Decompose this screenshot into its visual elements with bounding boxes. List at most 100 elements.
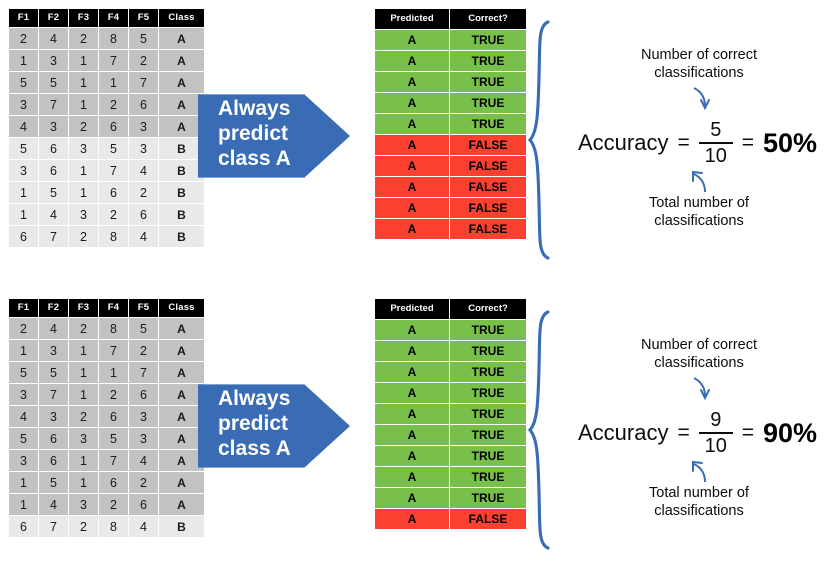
feature-cell: 2 xyxy=(68,515,99,538)
feature-cell: 4 xyxy=(8,115,39,138)
predicted-cell: A xyxy=(374,424,450,446)
numerator-caption-line1: Number of correct xyxy=(640,337,758,353)
denominator-caption-line2: classifications xyxy=(654,503,744,519)
feature-cell: 1 xyxy=(8,181,39,204)
numerator-caption-line2: classifications xyxy=(654,65,744,81)
feature-cell: 7 xyxy=(128,71,159,94)
arrow-label-line3: class A xyxy=(218,147,291,170)
feature-cell: 3 xyxy=(128,137,159,160)
feature-cell: 3 xyxy=(38,115,69,138)
feature-cell: 7 xyxy=(38,383,69,406)
feature-cell: 7 xyxy=(38,93,69,116)
column-header-f1: F1 xyxy=(8,298,39,318)
feature-cell: 5 xyxy=(98,427,129,450)
equals-sign-2: = xyxy=(741,131,755,154)
feature-cell: 3 xyxy=(8,383,39,406)
numerator-pointer-arrow-icon xyxy=(693,377,710,401)
correct-cell: TRUE xyxy=(449,403,527,425)
fraction-numerator: 5 xyxy=(710,119,722,141)
feature-cell: 7 xyxy=(98,339,129,362)
feature-cell: 5 xyxy=(8,427,39,450)
feature-cell: 6 xyxy=(38,449,69,472)
correct-cell: TRUE xyxy=(449,361,527,383)
correct-cell: TRUE xyxy=(449,113,527,135)
class-cell: A xyxy=(158,493,205,516)
feature-cell: 5 xyxy=(38,471,69,494)
feature-cell: 5 xyxy=(128,27,159,50)
feature-cell: 1 xyxy=(68,361,99,384)
feature-cell: 2 xyxy=(68,225,99,248)
prediction-table-header-row: Predicted Correct? xyxy=(374,8,527,30)
feature-cell: 3 xyxy=(128,427,159,450)
always-predict-class-a-arrow: Always predict class A xyxy=(198,94,350,178)
feature-cell: 2 xyxy=(98,383,129,406)
feature-cell: 2 xyxy=(128,471,159,494)
feature-cell: 8 xyxy=(98,27,129,50)
equals-sign-2: = xyxy=(741,421,755,444)
column-header-f5: F5 xyxy=(128,298,159,318)
class-cell: A xyxy=(158,383,205,406)
feature-cell: 7 xyxy=(38,515,69,538)
feature-cell: 4 xyxy=(38,27,69,50)
feature-cell: 3 xyxy=(8,93,39,116)
class-cell: B xyxy=(158,181,205,204)
class-cell: A xyxy=(158,361,205,384)
feature-cell: 4 xyxy=(38,493,69,516)
column-header-f4: F4 xyxy=(98,8,129,28)
feature-cell: 4 xyxy=(128,515,159,538)
feature-cell: 1 xyxy=(68,49,99,72)
feature-cell: 1 xyxy=(68,159,99,182)
class-cell: A xyxy=(158,427,205,450)
column-header-f3: F3 xyxy=(68,298,99,318)
fraction-denominator: 10 xyxy=(704,435,727,457)
feature-cell: 6 xyxy=(38,159,69,182)
feature-cell: 5 xyxy=(128,317,159,340)
feature-cell: 1 xyxy=(8,203,39,226)
always-predict-class-a-arrow: Always predict class A xyxy=(198,384,350,468)
feature-cell: 8 xyxy=(98,317,129,340)
column-header-f2: F2 xyxy=(38,298,69,318)
numerator-caption: Number of correct classifications xyxy=(604,46,794,82)
feature-cell: 3 xyxy=(38,49,69,72)
feature-cell: 6 xyxy=(98,405,129,428)
feature-cell: 2 xyxy=(68,317,99,340)
class-cell: B xyxy=(158,159,205,182)
feature-cell: 6 xyxy=(8,225,39,248)
denominator-caption: Total number of classifications xyxy=(604,194,794,230)
predicted-cell: A xyxy=(374,218,450,240)
feature-cell: 2 xyxy=(68,405,99,428)
feature-cell: 6 xyxy=(128,383,159,406)
feature-cell: 1 xyxy=(68,181,99,204)
predicted-cell: A xyxy=(374,29,450,51)
column-header-class: Class xyxy=(158,8,205,28)
correct-cell: TRUE xyxy=(449,487,527,509)
predicted-cell: A xyxy=(374,113,450,135)
feature-cell: 1 xyxy=(68,383,99,406)
column-header-f2: F2 xyxy=(38,8,69,28)
